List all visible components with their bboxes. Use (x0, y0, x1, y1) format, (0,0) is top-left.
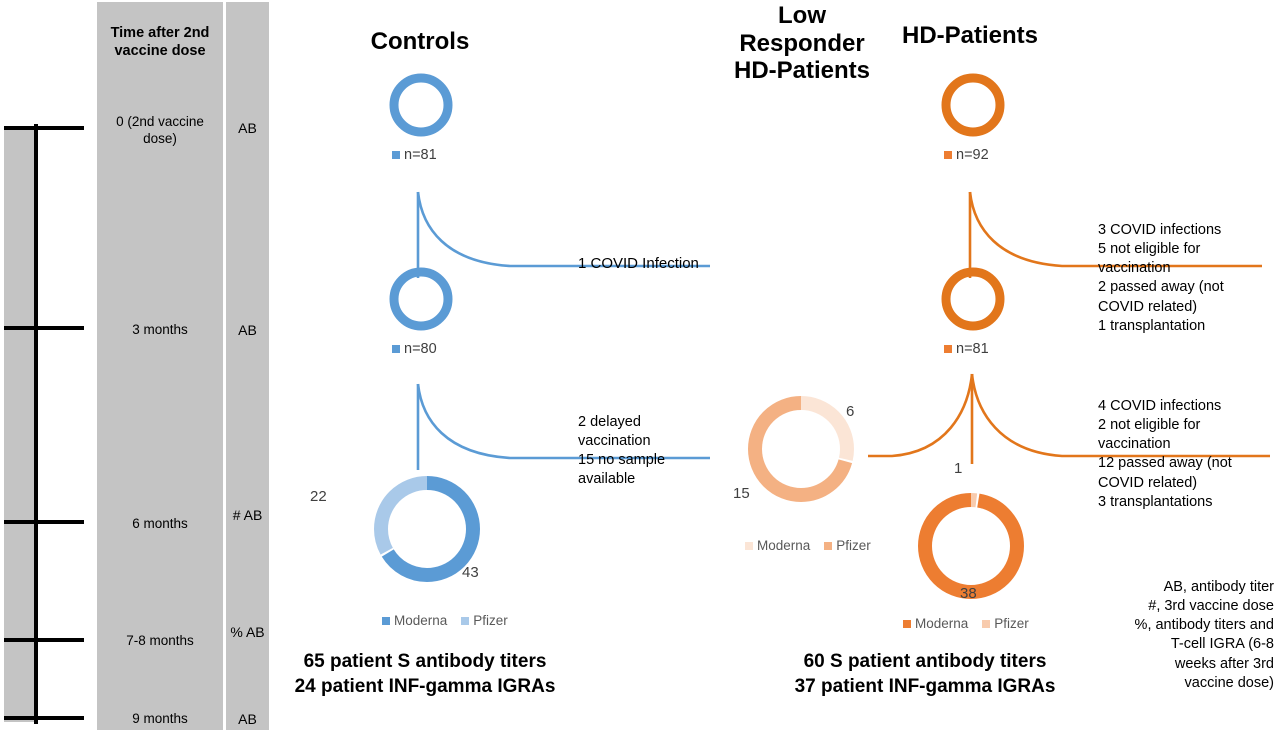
assay-marker-column: AB AB # AB % AB AB (226, 2, 269, 730)
low-responder-legend-moderna: Moderna (745, 538, 810, 553)
low-responder-legend-label-pfizer: Pfizer (836, 538, 871, 553)
controls-n-baseline-label: n=81 (404, 147, 437, 163)
controls-branch-note-2: 2 delayed vaccination 15 no sample avail… (578, 414, 666, 488)
controls-legend-swatch-moderna (382, 616, 390, 625)
controls-title: Controls (370, 28, 470, 55)
controls-ring-3mo (389, 267, 453, 331)
controls-donut-slice-pfizer (374, 476, 480, 582)
hd-legend-pfizer: Pfizer (982, 616, 1029, 631)
low-responder-donut-label-moderna: 6 (846, 403, 855, 420)
controls-n-baseline: n=81 (392, 147, 437, 163)
controls-donut-legend: Moderna Pfizer (382, 613, 508, 628)
hd-n-3mo-label: n=81 (956, 341, 989, 357)
low-responder-donut-chart (748, 396, 854, 502)
time-label-0: 0 (2nd vaccine dose) (116, 114, 204, 146)
hd-n-baseline: n=92 (944, 147, 989, 163)
time-label-3mo: 3 months (132, 322, 188, 337)
hd-donut-slice-moderna (918, 493, 1024, 599)
low-responder-donut-label-pfizer: 15 (733, 485, 750, 502)
hd-legend-moderna: Moderna (903, 616, 968, 631)
low-responder-donut-slice-pfizer (748, 396, 854, 502)
timeline-axis-bar (4, 126, 34, 722)
controls-donut-label-pfizer: 22 (310, 488, 327, 505)
controls-ring-baseline (389, 73, 453, 137)
controls-legend-moderna: Moderna (382, 613, 447, 628)
controls-branch-note-1: 1 COVID Infection (578, 255, 699, 272)
hd-donut-chart (918, 493, 1024, 599)
timeline-axis (4, 124, 84, 724)
hd-legend-swatch-moderna (903, 619, 911, 628)
controls-legend-label-moderna: Moderna (394, 613, 448, 628)
low-responder-legend-pfizer: Pfizer (824, 538, 871, 553)
timeline-tick-6mo (4, 520, 84, 524)
controls-swatch-3mo (392, 345, 400, 353)
low-responder-legend-label-moderna: Moderna (757, 538, 811, 553)
hd-swatch-3mo (944, 345, 952, 353)
hd-legend-label-pfizer: Pfizer (994, 616, 1029, 631)
hd-ring-baseline (941, 73, 1005, 137)
assay-marker-0: AB (238, 120, 257, 136)
timeline-tick-78mo (4, 638, 84, 642)
controls-donut-chart (374, 476, 480, 582)
controls-legend-label-pfizer: Pfizer (473, 613, 508, 628)
low-responder-legend-swatch-moderna (745, 541, 753, 550)
hd-n-3mo: n=81 (944, 341, 989, 357)
hd-branch-note-2: 4 COVID infections 2 not eligible for va… (1098, 398, 1232, 510)
hd-branch-note-1: 3 COVID infections 5 not eligible for va… (1098, 222, 1224, 334)
assay-marker-9mo: AB (238, 711, 257, 727)
timeline-tick-0 (4, 126, 84, 130)
hd-donut-legend: Moderna Pfizer (903, 616, 1029, 631)
abbreviation-footnote: AB, antibody titer #, 3rd vaccine dose %… (1134, 579, 1274, 691)
low-responder-donut-legend: Moderna Pfizer (745, 538, 871, 553)
time-label-78mo: 7-8 months (126, 633, 194, 648)
assay-marker-6mo: # AB (232, 507, 263, 523)
hd-patients-title: HD-Patients (901, 22, 1039, 49)
hd-branch-curve-1 (968, 191, 1262, 278)
controls-swatch-baseline (392, 151, 400, 159)
time-column-header: Time after 2nd vaccine dose (110, 25, 210, 60)
hd-branch-curve-2 (868, 373, 1270, 464)
timeline-tick-3mo (4, 326, 84, 330)
time-label-6mo: 6 months (132, 516, 188, 531)
assay-marker-78mo: % AB (230, 624, 265, 640)
controls-branch-curve-1 (416, 191, 710, 278)
controls-donut-label-moderna: 43 (462, 564, 479, 581)
controls-n-3mo-label: n=80 (404, 341, 437, 357)
hd-ring-3mo (941, 267, 1005, 331)
controls-summary: 65 patient S antibody titers 24 patient … (294, 651, 556, 697)
controls-legend-swatch-pfizer (461, 616, 470, 625)
low-responder-title: Low Responder HD-Patients (733, 2, 871, 85)
hd-swatch-baseline (944, 151, 952, 159)
controls-branch-curve-2 (416, 383, 710, 470)
hd-donut-label-pfizer: 1 (954, 460, 963, 477)
controls-legend-pfizer: Pfizer (461, 613, 508, 628)
hd-legend-label-moderna: Moderna (915, 616, 969, 631)
time-column: Time after 2nd vaccine dose 0 (2nd vacci… (97, 2, 223, 730)
low-responder-legend-swatch-pfizer (824, 541, 833, 550)
assay-marker-3mo: AB (238, 322, 257, 338)
time-label-9mo: 9 months (132, 711, 188, 726)
hd-n-baseline-label: n=92 (956, 147, 989, 163)
hd-summary: 60 S patient antibody titers 37 patient … (794, 651, 1056, 697)
hd-legend-swatch-pfizer (982, 619, 991, 628)
timeline-tick-9mo (4, 716, 84, 720)
timeline-axis-line (34, 124, 38, 724)
hd-donut-label-moderna: 38 (960, 585, 977, 602)
hd-donut-slice-pfizer (918, 493, 1024, 599)
controls-n-3mo: n=80 (392, 341, 437, 357)
